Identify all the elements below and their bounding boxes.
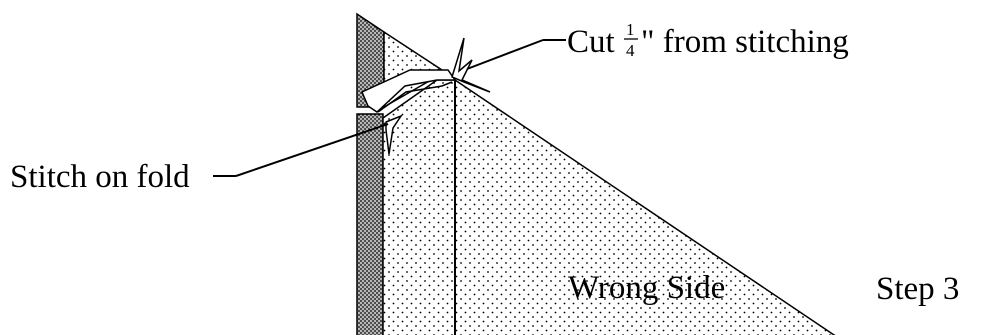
- cut-wedge-fold: [385, 114, 403, 155]
- step-label: Step 3: [876, 271, 959, 307]
- folded-binding-band: [361, 69, 457, 113]
- cut-leader-line: [466, 39, 544, 70]
- folded-binding-band-inner: [377, 81, 453, 113]
- cut-wedge-top: [451, 37, 491, 93]
- stitch-leader-line: [235, 123, 389, 177]
- stitch-on-fold-label: Stitch on fold: [10, 159, 190, 195]
- binding-strip: [356, 113, 384, 335]
- wrong-side-label: Wrong Side: [568, 270, 725, 306]
- quilt-fabric-wrong-side: [382, 79, 836, 335]
- cut-label-denominator: 4: [626, 41, 635, 60]
- cut-label-prefix: Cut: [567, 24, 615, 60]
- cut-label: Cut 1 4 " from stitching: [567, 20, 849, 60]
- cut-label-numerator: 1: [626, 20, 635, 39]
- cut-label-suffix: " from stitching: [641, 24, 849, 60]
